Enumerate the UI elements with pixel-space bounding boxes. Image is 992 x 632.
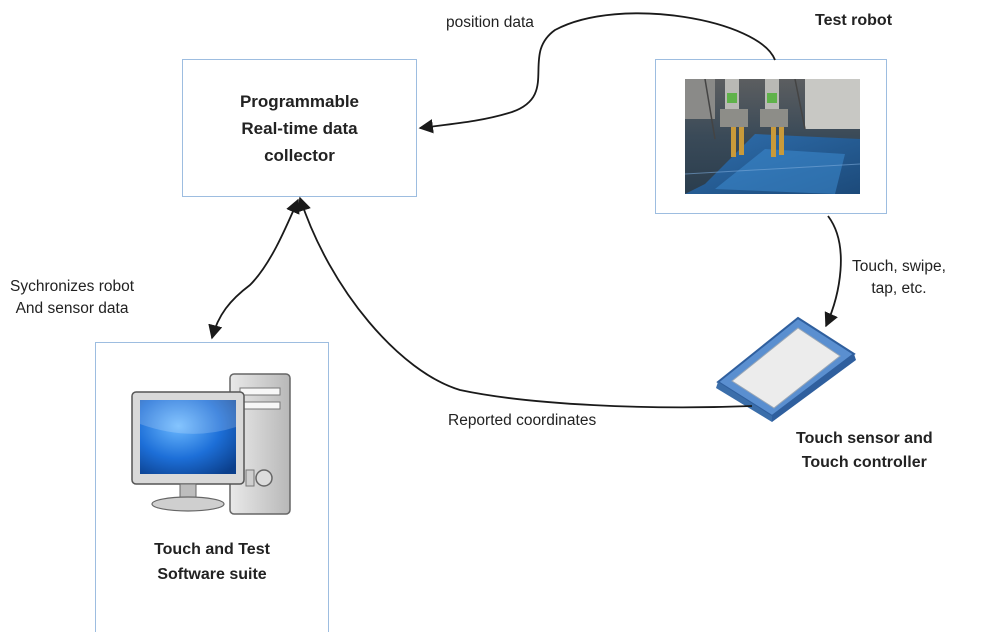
software-suite-title: Touch and Test Software suite <box>154 541 270 583</box>
test-robot-title: Test robot <box>815 12 893 29</box>
touch-action-arrow <box>824 215 842 328</box>
data-collector-box: Programmable Real-time data collector <box>182 59 417 197</box>
test-robot-photo <box>685 79 860 194</box>
touch-sensor-title: Touch sensor and Touch controller <box>796 430 933 471</box>
position-data-arrow <box>418 12 776 134</box>
synchronize-arrow <box>208 198 300 340</box>
touch-actions-label: Touch, swipe, tap, etc. <box>852 258 946 297</box>
position-data-label: position data <box>446 14 534 31</box>
reported-coordinates-arrow <box>297 196 753 409</box>
synchronize-label: Sychronizes robot And sensor data <box>10 278 135 317</box>
computer-icon <box>131 373 291 515</box>
reported-coordinates-label: Reported coordinates <box>448 412 597 429</box>
touch-sensor-icon <box>716 316 856 422</box>
data-collector-title: Programmable Real-time data collector <box>239 92 360 165</box>
